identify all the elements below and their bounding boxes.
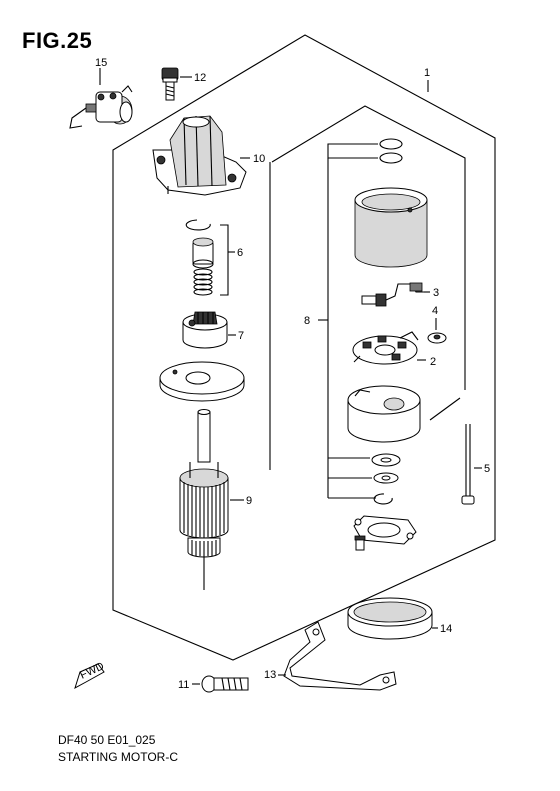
label-part-3: 3: [433, 287, 439, 299]
bolt-part-11: [192, 675, 249, 693]
assembly-outline-outer: [112, 34, 496, 661]
end-cover: [347, 385, 461, 443]
label-part-13: 13: [264, 669, 276, 681]
bolt-part-12: [161, 67, 192, 101]
band-part-14: [347, 597, 438, 640]
armature-part-9: [179, 409, 244, 590]
label-part-2: 2: [430, 356, 436, 368]
o-rings-upper: [327, 138, 403, 170]
gasket-plate: [353, 515, 417, 551]
brush-holder-part-2: [352, 331, 426, 365]
label-part-8: 8: [304, 315, 310, 327]
fwd-arrow-icon: FWD: [74, 660, 106, 690]
label-part-14: 14: [440, 623, 452, 635]
nut-part-4: [427, 318, 447, 344]
spring-part-6: [192, 224, 235, 296]
label-part-9: 9: [246, 495, 252, 507]
strap-part-13: [278, 621, 397, 691]
pinion-part-7: [182, 311, 236, 349]
thrust-plate: [159, 361, 245, 402]
label-part-11: 11: [178, 679, 189, 691]
assembly-outline-inner: [271, 105, 466, 390]
label-part-15: 15: [95, 57, 107, 69]
label-part-10: 10: [253, 153, 265, 165]
washers-lower: [318, 170, 401, 505]
label-part-7: 7: [238, 330, 244, 342]
label-part-5: 5: [484, 463, 490, 475]
label-part-1: 1: [424, 67, 430, 79]
circlip-upper: [185, 219, 211, 231]
through-bolt-part-5: [461, 424, 482, 505]
yoke-field-frame: [354, 187, 428, 268]
housing-part-10: [152, 115, 250, 196]
figure-title: FIG.25: [22, 28, 93, 53]
label-part-6: 6: [237, 247, 243, 259]
brush-part-3: [361, 282, 430, 307]
model-code: DF40 50 E01_025: [58, 733, 156, 747]
label-part-4: 4: [432, 305, 438, 317]
solenoid-part-15: [69, 68, 133, 129]
figure-caption: STARTING MOTOR-C: [58, 750, 178, 764]
label-part-12: 12: [194, 72, 206, 84]
